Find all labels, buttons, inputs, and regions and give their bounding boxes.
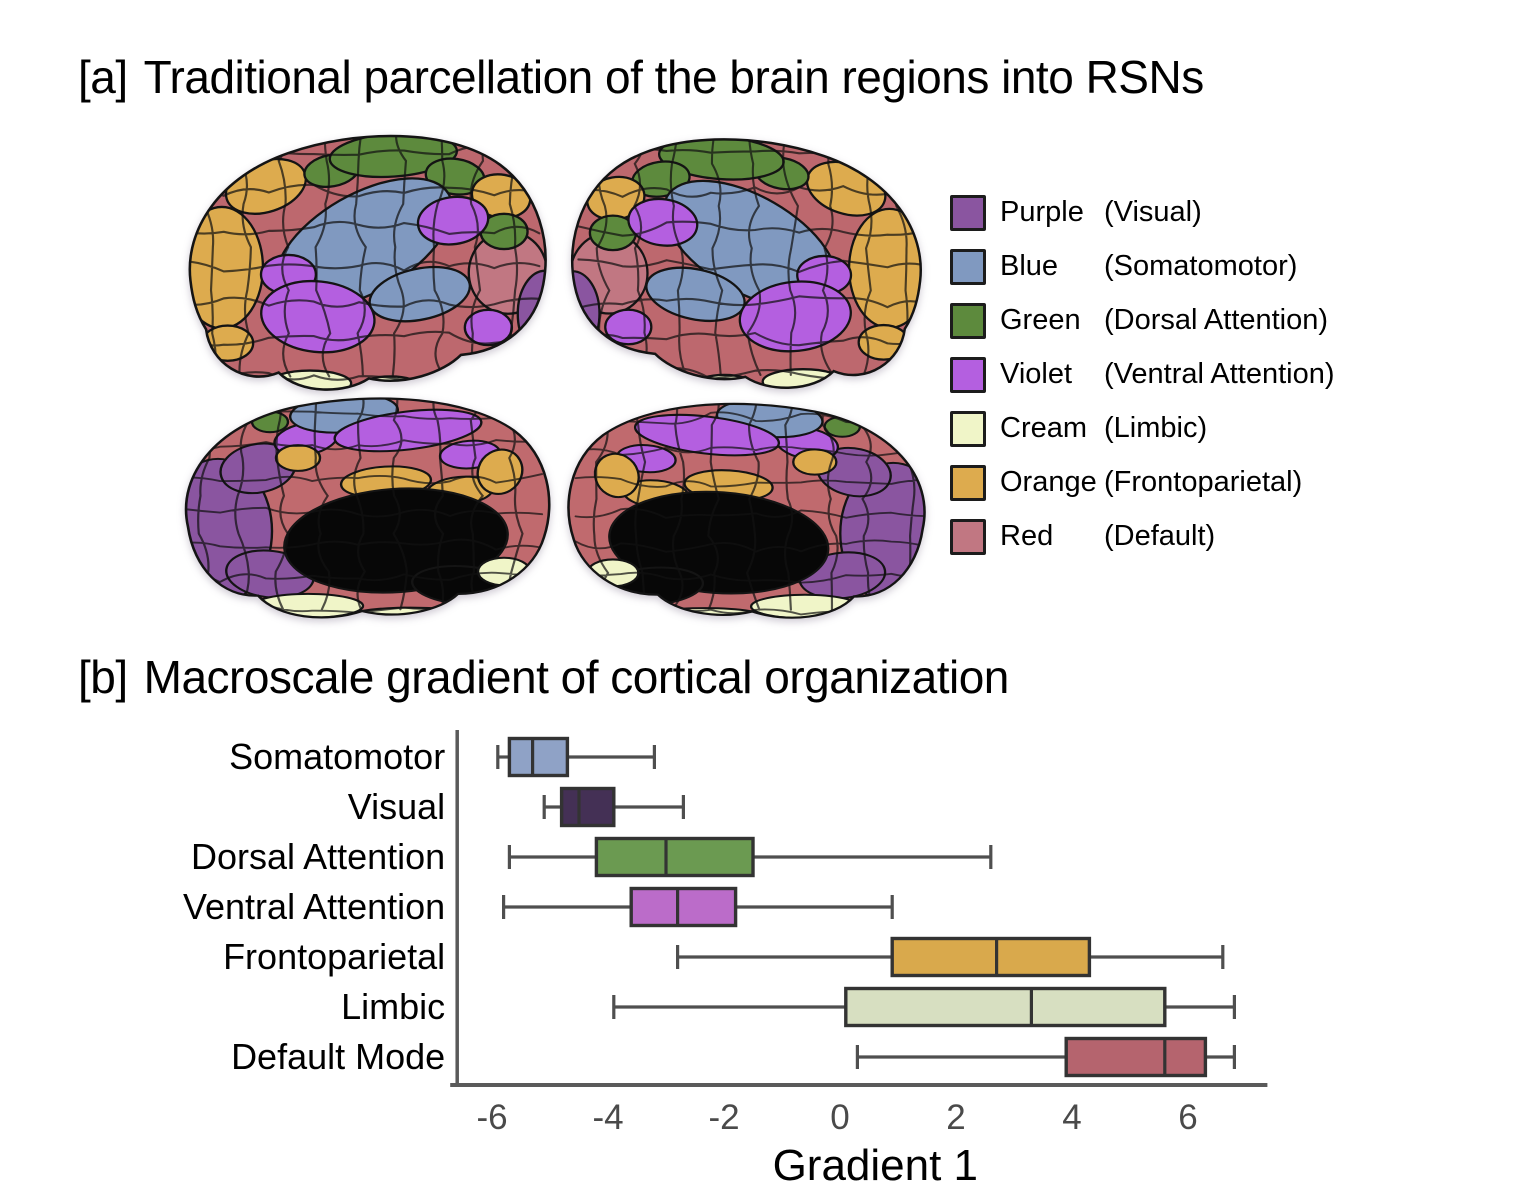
rsn-legend: Purple (Visual) Blue (Somatomotor) Green (Dor… [950, 194, 1335, 555]
panel-b-tag: [b] [78, 651, 128, 703]
legend-network-name: (Dorsal Attention) [1104, 304, 1329, 336]
legend-swatch-blue [950, 248, 986, 285]
y-tick-label-limbic: Limbic [341, 986, 445, 1027]
x-tick-label: -2 [708, 1098, 739, 1137]
legend-swatch-green [950, 302, 986, 339]
legend-swatch-red [950, 518, 986, 555]
legend-network-name: (Somatomotor) [1104, 250, 1298, 282]
legend-color-name: Red [1000, 520, 1054, 552]
y-tick-label-visual: Visual [348, 786, 445, 827]
legend-network-name: (Ventral Attention) [1104, 358, 1335, 390]
panel-a-tag: [a] [78, 51, 128, 103]
x-axis-label: Gradient 1 [773, 1141, 978, 1184]
legend-network-name: (Default) [1104, 520, 1216, 552]
panel-b-title: [b] Macroscale gradient of cortical organ… [78, 650, 1009, 704]
parcel-borders [189, 135, 541, 382]
boxplot-box-visual [542, 786, 686, 828]
boxplot-box-limbic [612, 986, 1237, 1028]
brain-lateral-right [571, 138, 922, 390]
boxplot-box-frontoparietal [675, 936, 1225, 978]
brain-lateral-left [188, 134, 547, 391]
boxplot-box-somatomotor [496, 736, 657, 778]
legend-item-violet: Violet (Ventral Attention) [950, 356, 1335, 393]
legend-swatch-orange [950, 464, 986, 501]
legend-swatch-cream [950, 410, 986, 447]
legend-item-red: Red (Default) [950, 518, 1335, 555]
panel-b-title-text: Macroscale gradient of cortical organiza… [143, 651, 1010, 703]
brain-medial-left [184, 397, 551, 619]
boxplot-box-default-mode [855, 1036, 1237, 1078]
panel-a-title: [a] Traditional parcellation of the brain… [78, 50, 1204, 104]
legend-item-blue: Blue (Somatomotor) [950, 248, 1335, 285]
legend-item-green: Green (Dorsal Attention) [950, 302, 1335, 339]
legend-color-name: Orange [1000, 466, 1097, 498]
legend-item-cream: Cream (Limbic) [950, 410, 1335, 447]
legend-network-name: (Frontoparietal) [1104, 466, 1303, 498]
legend-swatch-purple [950, 194, 986, 231]
boxplot-box-dorsal-attention [507, 836, 993, 878]
legend-color-name: Blue [1000, 250, 1059, 282]
x-tick-label: 4 [1062, 1098, 1081, 1137]
legend-color-name: Green [1000, 304, 1081, 336]
legend-swatch-violet [950, 356, 986, 393]
x-tick-label: -4 [592, 1098, 623, 1137]
legend-item-purple: Purple (Visual) [950, 194, 1335, 231]
legend-color-name: Cream [1000, 412, 1088, 444]
legend-color-name: Violet [1000, 358, 1073, 390]
legend-network-name: (Visual) [1104, 196, 1202, 228]
legend-network-name: (Limbic) [1104, 412, 1208, 444]
legend-color-name: Purple [1000, 196, 1084, 228]
y-tick-label-somatomotor: Somatomotor [229, 736, 445, 777]
parcel-borders [186, 398, 544, 615]
y-tick-label-frontoparietal: Frontoparietal [223, 936, 445, 977]
x-tick-label: 6 [1178, 1098, 1197, 1137]
y-tick-label-dorsal-attention: Dorsal Attention [191, 836, 445, 877]
parcel-borders [577, 139, 921, 382]
x-tick-label: 2 [946, 1098, 965, 1137]
legend-item-orange: Orange(Frontoparietal) [950, 464, 1335, 501]
x-tick-label: 0 [830, 1098, 849, 1137]
y-tick-label-ventral-attention: Ventral Attention [183, 886, 445, 927]
boxplot-box-ventral-attention [502, 886, 894, 928]
brain-medial-right [567, 402, 926, 619]
x-tick-label: -6 [476, 1098, 507, 1137]
y-tick-label-default-mode: Default Mode [231, 1036, 445, 1077]
panel-a-title-text: Traditional parcellation of the brain re… [143, 51, 1205, 103]
parcel-borders [574, 403, 925, 616]
